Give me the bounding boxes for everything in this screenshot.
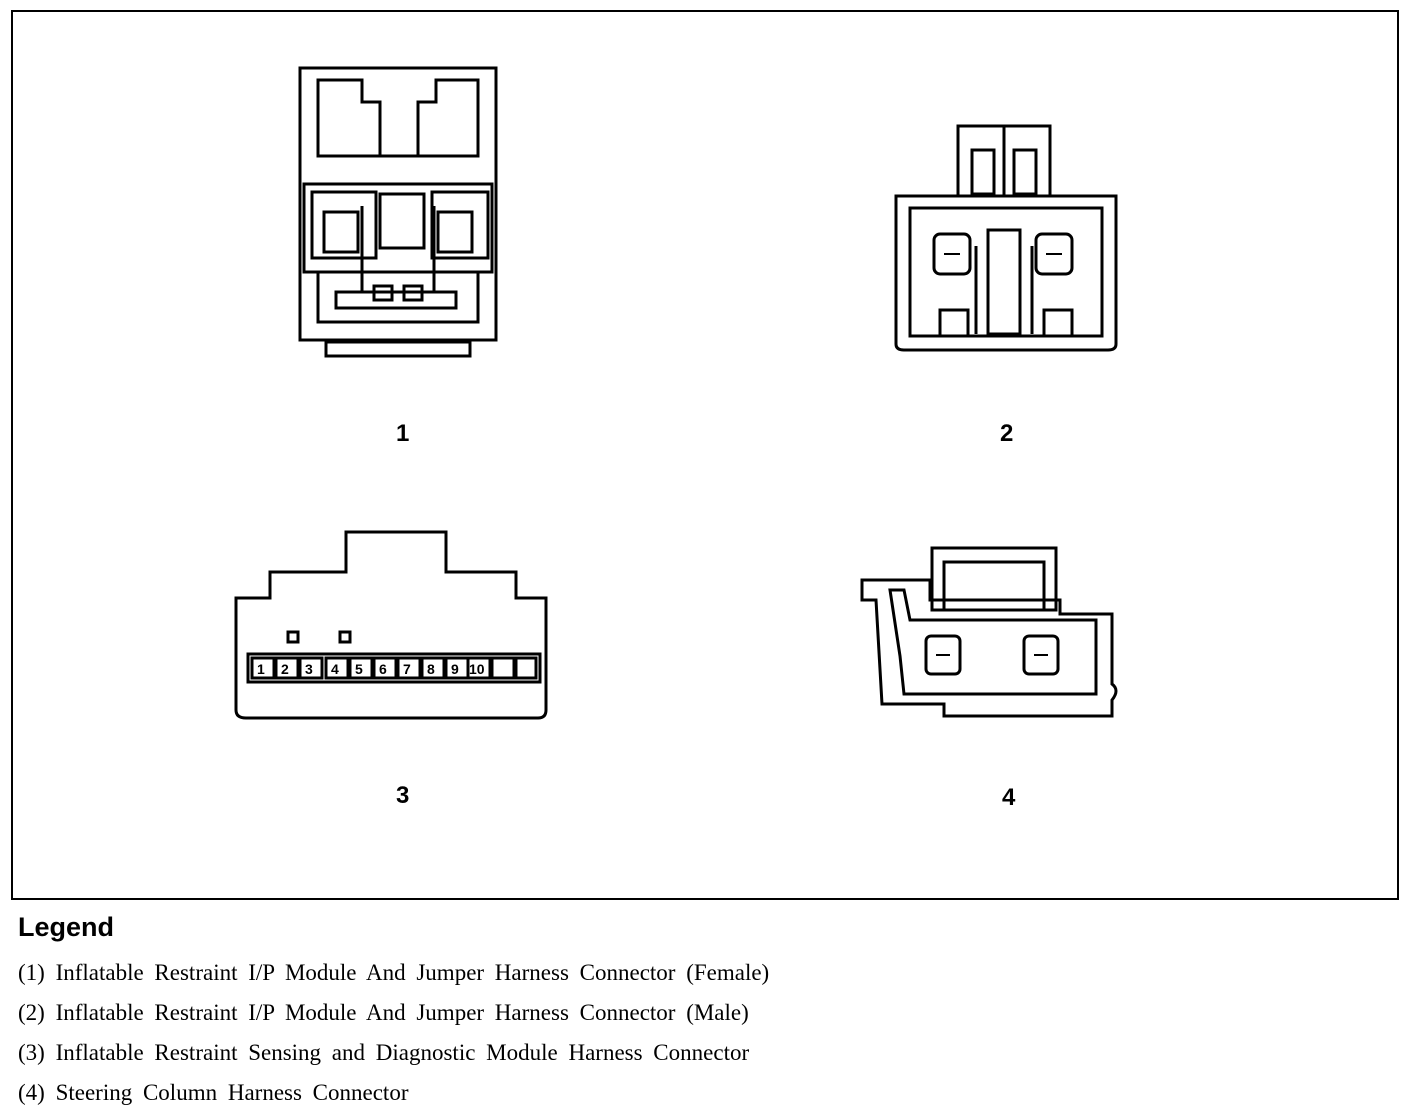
connector-3-pin-labels: 1 2 3 4 5 6 7 8 9 10 [257,661,485,677]
pin-label: 1 [257,661,265,677]
connector-diagram: 1 2 3 4 5 6 7 8 9 10 [234,66,1118,720]
pin-label: 9 [451,661,459,677]
connector-2-drawing [894,124,1118,352]
connector-1-drawing [298,66,498,358]
legend-item-1: (1) Inflatable Restraint I/P Module And … [18,960,770,985]
connector-3-number: 3 [396,782,410,809]
pin-label: 4 [331,661,339,677]
pin-label: 7 [403,661,411,677]
connector-2-number: 2 [1000,420,1014,447]
pin-label: 5 [355,661,363,677]
pin-label: 3 [305,661,313,677]
pin-label: 8 [427,661,435,677]
pin-label: 6 [379,661,387,677]
pin-label: 10 [469,661,485,677]
connector-1-number: 1 [396,420,410,447]
legend-title: Legend [18,912,115,942]
diagram-frame [11,10,1399,900]
connector-4-drawing [860,546,1118,718]
legend-item-2: (2) Inflatable Restraint I/P Module And … [18,1000,749,1025]
pin-label: 2 [281,661,289,677]
legend-item-3: (3) Inflatable Restraint Sensing and Dia… [18,1040,750,1065]
legend-item-4: (4) Steering Column Harness Connector [18,1080,409,1105]
connector-4-number: 4 [1002,784,1016,811]
connector-3-drawing [234,530,548,720]
